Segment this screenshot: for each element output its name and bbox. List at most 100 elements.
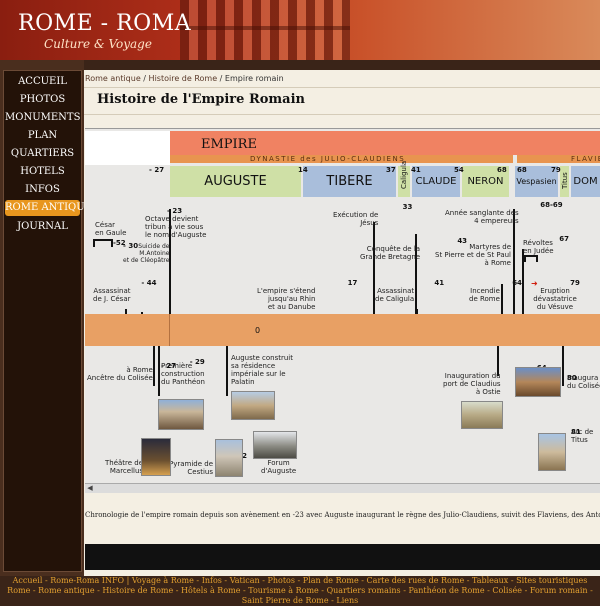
arrow-right-icon: ➜ [531,279,538,288]
nav-item-photos[interactable]: PHOTOS [19,94,66,105]
ostie-port-photo[interactable] [461,401,503,429]
timeline-marker [373,222,375,314]
footer-link-plan[interactable]: Plan de Rome [302,576,359,585]
empire-bar [170,131,600,155]
event-cesar-gaule: César en Gaule [95,221,126,237]
event-year: 43 [457,237,468,245]
event-text: St Pierre et de St Paul [435,251,511,259]
event-ancetre-colisee: - 29 à Rome Ancêtre du Colisée [87,358,205,382]
footer-link-liens[interactable]: Liens [336,596,359,605]
forum-auguste-photo[interactable] [253,431,297,459]
timeline-axis-tick [169,314,170,346]
event-theatre-marcellus: Théâtre de Marcellus [105,459,143,475]
footer-link-tableaux[interactable]: Tableaux [471,576,509,585]
triangle-left-icon[interactable]: ◀ [87,484,93,492]
event-text: Inauguration du [444,372,501,380]
nav-item-infos[interactable]: INFOS [25,184,60,195]
breadcrumb: Rome antique / Histoire de Rome / Empire… [85,74,284,83]
footer-link-colisee[interactable]: Colisée [492,586,523,595]
breadcrumb-link-histoire[interactable]: Histoire de Rome [148,74,218,83]
event-text: sa résidence [231,362,276,370]
footer-link-quartiers[interactable]: Quartiers romains [326,586,401,595]
footer-link-pantheon[interactable]: Panthéon de Rome [408,586,485,595]
timeline-marker [497,346,499,376]
footer-link-photos[interactable]: Photos [267,576,295,585]
footer-link-saint-pierre[interactable]: Saint Pierre de Rome [241,596,329,605]
breadcrumb-link-rome-antique[interactable]: Rome antique [85,74,141,83]
event-text: Arc de [571,428,594,436]
colisee-photo[interactable] [515,367,561,397]
reign-titus [560,166,569,197]
event-text: Théâtre de [105,459,144,467]
event-text: d'Auguste [261,467,297,475]
event-text: du Colisée [567,382,600,390]
pyramide-cestius-photo[interactable] [215,439,243,477]
event-incendie-rome: 64 Incendie de Rome [469,279,522,303]
year-label: 37 [386,166,396,174]
event-text: Eruption [540,287,570,295]
colosseum-banner-band [180,26,350,30]
nav-item-hotels[interactable]: HOTELS [20,166,65,177]
dynasty-julio-claudian-label: DYNASTIE des JULIO-CLAUDIENS [250,155,406,163]
footer-link-accueil[interactable]: Accueil [12,576,43,585]
dynasty-flavian-label: FLAVIENS [571,155,600,163]
site-title[interactable]: ROME - ROMA [18,11,192,36]
event-text: Révoltes [523,239,553,247]
footer-link-tourisme[interactable]: Tourisme à Rome [248,586,319,595]
page-title: Histoire de l'Empire Romain [97,92,305,107]
footer-link-hotels[interactable]: Hôtels à Rome [181,586,241,595]
timeline-marker [141,312,143,314]
footer-link-carte-rues[interactable]: Carte des rues de Rome [366,576,465,585]
event-palatin: Auguste construit sa résidence impériale… [231,354,293,386]
event-year: 17 [347,279,358,287]
timeline-marker [415,234,417,314]
event-text: à Ostie [475,388,501,396]
footer-link-voyage[interactable]: Voyage à Rome [131,576,194,585]
event-text: en Judée [523,247,554,255]
timeline-horizontal-scrollbar[interactable]: ◀ [85,483,600,493]
nav-item-monuments[interactable]: MONUMENTS [5,112,81,123]
event-text: le nom d'Auguste [145,231,207,239]
event-text: L'empire s'étend [257,287,316,295]
nav-item-quartiers[interactable]: QUARTIERS [10,148,75,159]
reign-claude: CLAUDE [412,166,460,197]
colosseum-banner-image [180,0,350,60]
footer-link-vatican[interactable]: Vatican [229,576,260,585]
content-bottom-strip [85,544,600,570]
timeline-marker [562,346,564,386]
event-year: -52 [113,239,126,247]
footer-link-sites-touristiques[interactable]: Sites touristiques Rome [7,576,588,595]
nav-item-accueil[interactable]: ACCUEIL [18,76,67,87]
timeline-marker [416,309,418,314]
timeline-marker [153,346,155,386]
breadcrumb-separator: / [140,74,149,83]
dynasty-julio-claudian-bar [170,155,513,163]
breadcrumb-separator: / [217,74,225,83]
theatre-marcellus-photo[interactable] [141,438,171,476]
event-text: Grande Bretagne [360,253,421,261]
event-text: Forum [267,459,290,467]
footer-link-rome-antique[interactable]: Rome antique [38,586,95,595]
reign-titus-label: Titus [561,172,569,189]
arc-titus-photo[interactable] [538,433,566,471]
nav-item-journal[interactable]: JOURNAL [17,221,68,232]
event-year: 67 [559,235,569,243]
palatin-photo[interactable] [231,391,275,420]
event-text: tribun à vie sous [145,223,204,231]
footer-link-histoire[interactable]: Histoire de Rome [102,586,174,595]
event-text: Assassinat [93,287,131,295]
footer-link-forum[interactable]: Forum romain [529,586,588,595]
pantheon-photo[interactable] [158,399,204,430]
timeline-chart: EMPIRE DYNASTIE des JULIO-CLAUDIENS FLAV… [85,128,600,493]
nav-item-rome-antique[interactable]: ROME ANTIQUE [5,200,92,216]
event-martyres: 67 Martyres de St Pierre et de St Paul à… [435,235,569,267]
event-text: et au Danube [267,303,316,311]
reign-caligula [398,166,410,197]
event-text: Cestius [187,468,214,476]
footer-link-rome-roma-info[interactable]: Rome-Roma INFO [50,576,125,585]
footer-link-infos[interactable]: Infos [201,576,222,585]
reign-caligula-label: Caligula [400,160,408,189]
reign-neron: NERON [462,166,509,197]
nav-item-plan[interactable]: PLAN [27,130,58,141]
timeline-marker [501,284,503,314]
